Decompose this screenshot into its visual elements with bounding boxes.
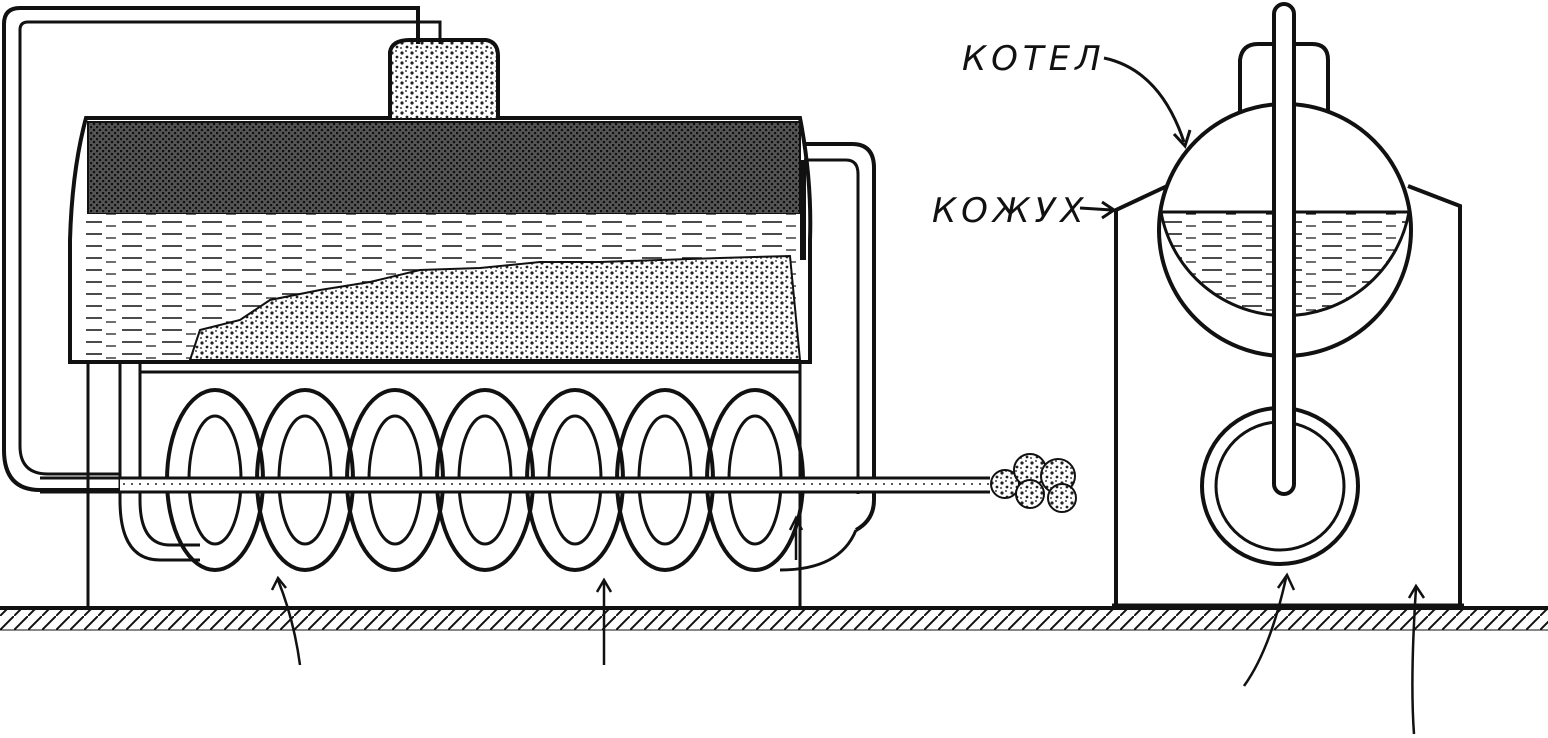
vapor-pipe xyxy=(2,6,442,492)
kozhukh-leader xyxy=(1079,200,1117,220)
upper-tank xyxy=(68,38,813,364)
kotel-leader xyxy=(1103,56,1192,149)
outlet-pipe xyxy=(40,476,990,494)
kotel-label: КОТЕЛ xyxy=(962,39,1106,79)
thermometer-rod xyxy=(1272,2,1296,496)
ground xyxy=(0,606,1548,631)
pointer-arrows-right xyxy=(1242,572,1426,735)
vapor-puff xyxy=(990,453,1077,513)
pointer-arrows-left xyxy=(270,515,804,666)
kozhukh-label: КОЖУХ xyxy=(932,191,1089,231)
return-pipe xyxy=(800,142,876,532)
